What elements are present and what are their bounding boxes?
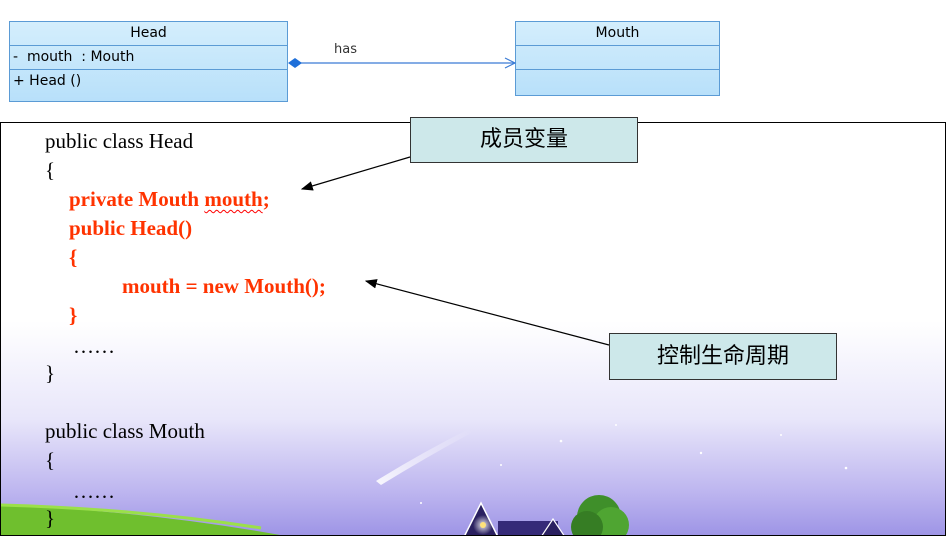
star-icon: [559, 439, 563, 443]
star-icon: [780, 434, 782, 436]
code-line: {: [45, 448, 56, 472]
star-icon: [699, 451, 703, 455]
code-line: {: [45, 158, 56, 182]
star-icon: [844, 466, 848, 470]
green-hill-highlight: [1, 503, 262, 530]
tree-icon: [571, 511, 603, 535]
code-line-highlight: private Mouth mouth;: [69, 187, 270, 211]
code-token: private Mouth: [69, 187, 205, 211]
uml-attribute: - mouth : Mouth: [10, 46, 287, 70]
code-line: ……: [73, 334, 115, 358]
aggregation-diamond-icon: [288, 58, 302, 68]
meteor-icon: [376, 429, 471, 485]
star-icon: [420, 502, 422, 504]
uml-class-name: Mouth: [516, 22, 719, 46]
code-line: }: [45, 361, 56, 385]
uml-class-head: Head - mouth : Mouth + Head (): [9, 21, 288, 102]
house-roof-icon: [541, 517, 565, 535]
uml-association: [288, 57, 517, 69]
association-label: has: [334, 42, 357, 57]
uml-attribute: [516, 46, 719, 70]
code-line: ……: [73, 479, 115, 503]
uml-class-name: Head: [10, 22, 287, 46]
star-icon: [500, 464, 502, 466]
code-line-highlight: {: [69, 245, 78, 269]
star-icon: [615, 424, 617, 426]
code-panel: public class Head { private Mouth mouth;…: [0, 122, 946, 536]
uml-operation: + Head (): [13, 73, 82, 89]
code-line: }: [45, 506, 56, 530]
code-token: ;: [262, 187, 270, 211]
night-scene-background: [1, 424, 848, 535]
code-line: public class Mouth: [45, 419, 205, 443]
arrowhead-icon: [504, 57, 517, 69]
callout-lifecycle: 控制生命周期: [609, 333, 837, 380]
green-hill: [1, 505, 280, 535]
house-wall: [498, 521, 558, 535]
code-line-highlight: mouth = new Mouth();: [122, 274, 326, 298]
house-light-icon: [480, 522, 486, 528]
code-line: public class Head: [45, 129, 194, 153]
uml-class-mouth: Mouth: [515, 21, 720, 96]
code-token-misspelled: mouth: [204, 187, 263, 211]
code-line-highlight: public Head(): [69, 216, 193, 240]
code-line-highlight: }: [69, 303, 78, 327]
callout-member-variable: 成员变量: [410, 117, 638, 163]
